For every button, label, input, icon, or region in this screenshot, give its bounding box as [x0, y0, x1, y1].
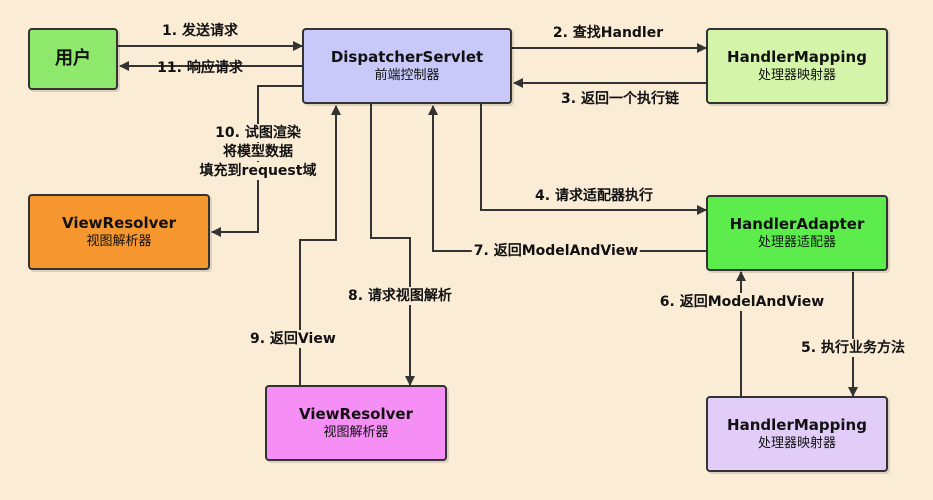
node-handler-mapping-top-name: HandlerMapping — [727, 48, 867, 66]
node-handler-adapter-name: HandlerAdapter — [729, 215, 865, 233]
label-step2: 2. 查找Handler — [552, 25, 664, 41]
node-user-label: 用户 — [55, 48, 91, 69]
node-view-resolver-left-name: ViewResolver — [62, 214, 176, 232]
node-dispatcher-servlet-desc: 前端控制器 — [374, 68, 440, 83]
node-handler-mapping-bottom-name: HandlerMapping — [727, 416, 867, 434]
label-step10-line1: 10. 试图渲染 — [213, 124, 303, 142]
node-handler-adapter-desc: 处理器适配器 — [757, 235, 836, 250]
label-step4: 4. 请求适配器执行 — [535, 188, 653, 204]
node-view-resolver-bottom-name: ViewResolver — [299, 405, 413, 423]
label-step5: 5. 执行业务方法 — [799, 339, 907, 357]
label-step10-line2: 将模型数据 — [221, 143, 295, 161]
node-view-resolver-left-desc: 视图解析器 — [86, 234, 152, 249]
node-handler-mapping-bottom-desc: 处理器映射器 — [757, 436, 836, 451]
edge-step8 — [370, 104, 415, 386]
node-dispatcher-servlet-name: DispatcherServlet — [330, 48, 484, 66]
node-view-resolver-bottom-desc: 视图解析器 — [323, 425, 389, 440]
node-dispatcher-servlet: DispatcherServlet 前端控制器 — [302, 28, 512, 104]
node-view-resolver-bottom: ViewResolver 视图解析器 — [265, 385, 447, 461]
node-user: 用户 — [28, 28, 118, 90]
label-step11: 11. 响应请求 — [157, 60, 243, 76]
edge-step4 — [480, 104, 707, 215]
node-handler-adapter: HandlerAdapter 处理器适配器 — [706, 195, 888, 271]
label-step9: 9. 返回View — [248, 330, 338, 348]
label-step1: 1. 发送请求 — [162, 23, 238, 39]
node-view-resolver-left: ViewResolver 视图解析器 — [28, 194, 210, 270]
label-step3: 3. 返回一个执行链 — [561, 91, 679, 107]
node-handler-mapping-top: HandlerMapping 处理器映射器 — [706, 28, 888, 104]
edge-step7 — [428, 105, 706, 252]
node-handler-mapping-bottom: HandlerMapping 处理器映射器 — [706, 396, 888, 472]
label-step8: 8. 请求视图解析 — [346, 287, 454, 305]
label-step7: 7. 返回ModelAndView — [471, 242, 641, 260]
node-handler-mapping-top-desc: 处理器映射器 — [757, 68, 836, 83]
label-step10-line3: 填充到request域 — [197, 162, 319, 180]
label-step6: 6. 返回ModelAndView — [657, 293, 827, 311]
edge-step9 — [299, 105, 341, 385]
